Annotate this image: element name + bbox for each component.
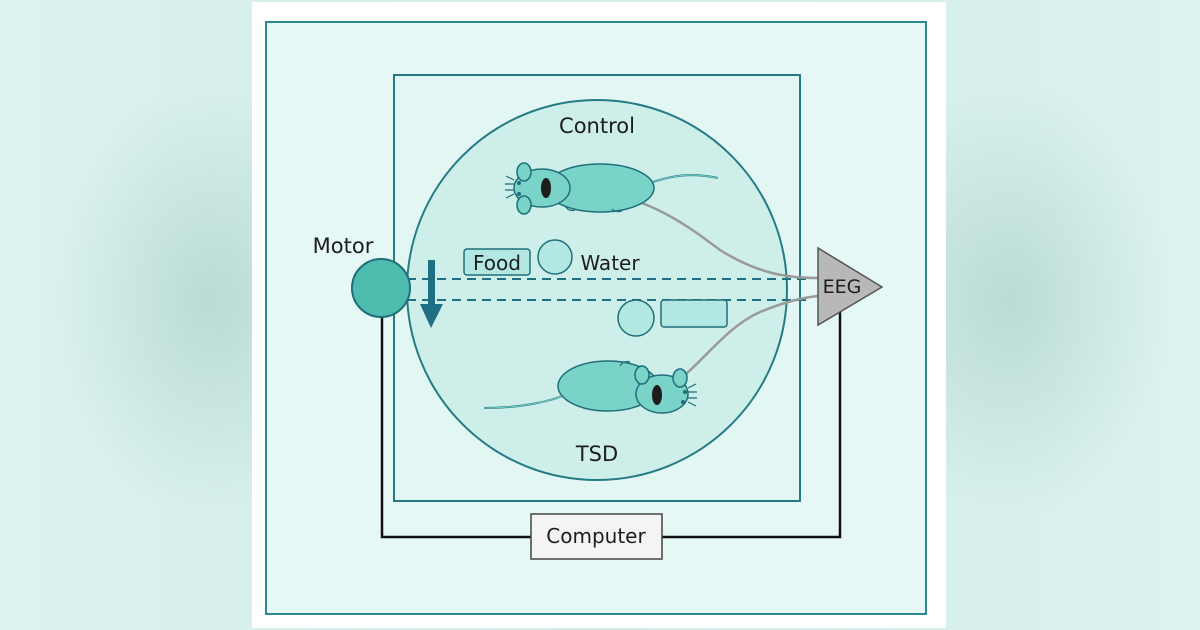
water-label: Water bbox=[580, 251, 640, 275]
motor-circle bbox=[351, 258, 411, 318]
eeg-label: EEG bbox=[823, 276, 862, 298]
control-label: Control bbox=[559, 114, 635, 138]
motor-to-computer-wire bbox=[380, 316, 532, 539]
tsd-label: TSD bbox=[575, 442, 618, 466]
food-box bbox=[463, 248, 531, 276]
computer-label: Computer bbox=[546, 524, 646, 548]
motor-label: Motor bbox=[313, 234, 374, 258]
tsd-mouse-icon bbox=[483, 360, 697, 414]
rotation-arrow-icon bbox=[420, 260, 443, 328]
food-label: Food bbox=[473, 251, 521, 275]
water-bottle-top bbox=[537, 239, 573, 275]
water-bottle-bottom bbox=[617, 299, 655, 337]
food-box-bottom bbox=[660, 299, 728, 328]
computer-box bbox=[530, 513, 663, 560]
control-mouse-icon bbox=[505, 162, 719, 215]
eeg-to-computer-wire bbox=[662, 312, 842, 539]
eeg-amplifier bbox=[817, 246, 884, 327]
eeg-wire-tsd bbox=[659, 294, 819, 395]
arena-disk bbox=[406, 99, 788, 481]
